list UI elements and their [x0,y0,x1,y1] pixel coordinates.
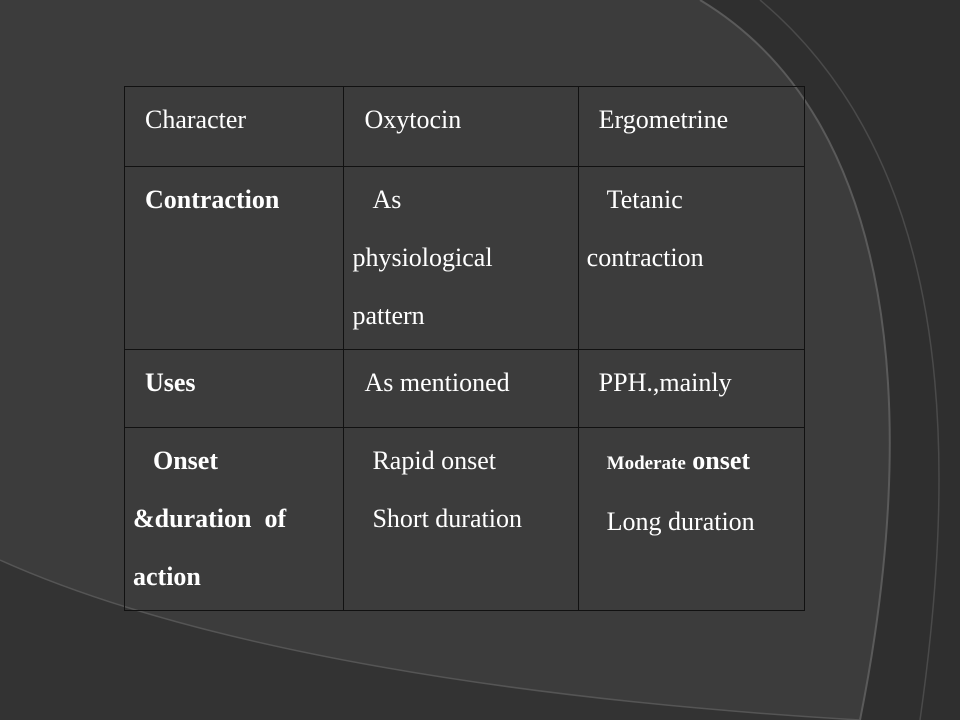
cell-line: physiological [352,243,493,272]
bottom-arc-shape [0,560,860,720]
right-arc-line-2 [759,0,940,720]
cell-line: As mentioned [364,368,510,397]
oxytocin-cell: As physiological pattern [343,166,579,350]
cell-line: PPH.,mainly [598,368,732,397]
comparison-table: Character Oxytocin Ergometrine Contracti… [123,86,806,611]
table-row: Onset &duration of action Rapid onset Sh… [123,427,806,611]
row-label-cell: Onset &duration of action [123,427,345,611]
ergometrine-cell: Moderate onset Long duration [577,427,806,611]
table-row: Contraction As physiological pattern Tet… [123,166,806,350]
table-row: Uses As mentioned PPH.,mainly [123,349,806,428]
cell-line: As [372,185,402,214]
moderate-text: Moderate [606,453,686,474]
header-cell-ergometrine: Ergometrine [577,86,806,167]
cell-line-moderate: Moderate onset [587,432,796,493]
oxytocin-cell: As mentioned [343,349,579,428]
header-cell-oxytocin: Oxytocin [343,86,579,167]
right-arc-line [699,0,891,720]
header-character: Character [145,105,247,134]
oxytocin-cell: Rapid onset Short duration [343,427,579,611]
row-label-contraction: Contraction [145,185,280,214]
cell-line: Long duration [606,507,755,536]
ergometrine-cell: Tetanic contraction [577,166,806,350]
cell-line: Tetanic [606,185,683,214]
right-arc-shape [700,0,960,720]
cell-line: contraction [586,243,704,272]
bottom-arc-line [0,559,861,720]
ergometrine-cell: PPH.,mainly [577,349,806,428]
header-oxytocin: Oxytocin [364,105,462,134]
cell-line: Rapid onset [372,446,496,475]
header-cell-character: Character [123,86,345,167]
row-label-cell: Uses [123,349,345,428]
header-ergometrine: Ergometrine [598,105,729,134]
row-label-onset: Onset [153,446,218,475]
table-header-row: Character Oxytocin Ergometrine [123,86,806,167]
row-label-action: action [133,562,201,591]
row-label-cell: Contraction [123,166,345,350]
row-label-duration: &duration of [133,504,287,533]
cell-line: pattern [352,301,425,330]
cell-line: Short duration [372,504,522,533]
row-label-uses: Uses [145,368,196,397]
onset-text: onset [685,446,751,475]
